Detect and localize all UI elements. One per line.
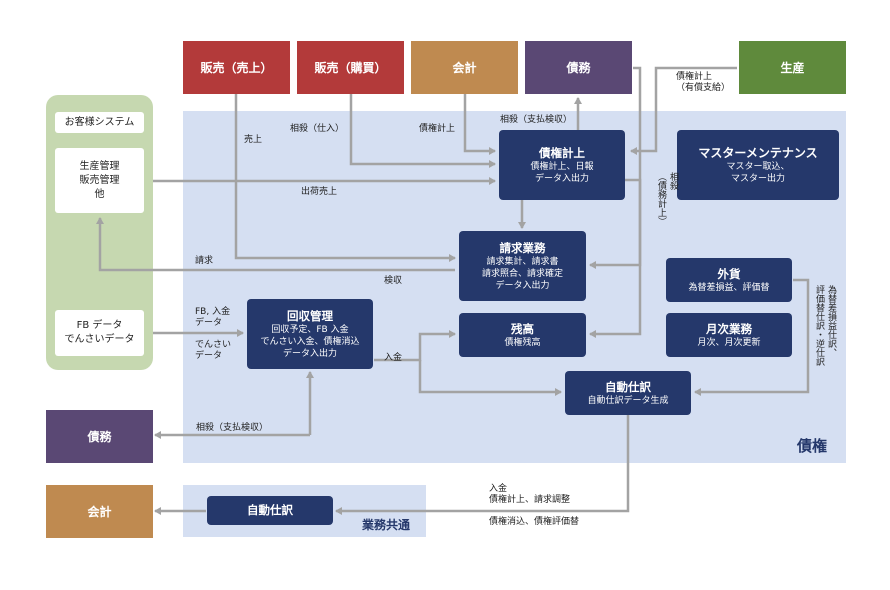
gaika-module: 外貨 為替差損益、評価替 bbox=[666, 258, 792, 302]
label-nyukin: 入金 bbox=[384, 353, 403, 363]
zandaka-module: 残高 債権残高 bbox=[459, 313, 586, 357]
label-sosai-saimu-keijo: 相殺 （債務計上） bbox=[656, 172, 678, 226]
arrow-nyukin-zandaka bbox=[374, 330, 456, 362]
jido-shiwake-common-module: 自動仕訳 bbox=[207, 496, 333, 525]
gaika-title: 外貨 bbox=[717, 266, 741, 281]
label-uriage: 売上 bbox=[244, 135, 263, 145]
kaishu-module: 回収管理 回収予定、FB 入金 でんさい入金、債権消込 データ入出力 bbox=[247, 299, 373, 369]
gaika-sub: 為替差損益、評価替 bbox=[688, 282, 770, 293]
jido-shiwake-module: 自動仕訳 自動仕訳データ生成 bbox=[565, 371, 691, 415]
kaikei-top-box: 会計 bbox=[411, 41, 518, 94]
saiken-keijo-module: 債権計上 債権計上、日報 データ入出力 bbox=[499, 130, 625, 200]
label-sosai-shiharai-top: 相殺（支払検収） bbox=[500, 115, 573, 125]
getsuji-title: 月次業務 bbox=[706, 321, 752, 336]
arrow-nyukin-shiwake bbox=[418, 360, 562, 396]
kaishu-sub: 回収予定、FB 入金 でんさい入金、債権消込 データ入出力 bbox=[260, 324, 360, 359]
label-fb-nyukin: FB, 入金 データ bbox=[195, 307, 231, 328]
label-saiken-keijo-yusho: 債権計上 （有償支給） bbox=[676, 72, 731, 93]
arrow-sosai-saimu-keijo bbox=[589, 66, 642, 269]
customer-production-sales-box: 生産管理 販売管理 他 bbox=[55, 148, 144, 213]
jido-shiwake-sub: 自動仕訳データ生成 bbox=[587, 395, 669, 406]
label-bottom-block1: 入金 債権計上、請求調整 bbox=[489, 484, 571, 505]
arrow-gaika-shiwake bbox=[694, 278, 810, 396]
arrow-seikyu bbox=[96, 217, 455, 272]
arrow-uriage bbox=[234, 94, 456, 262]
getsuji-sub: 月次、月次更新 bbox=[697, 337, 761, 348]
seikyu-sub: 請求集計、請求書 請求照合、請求確定 データ入出力 bbox=[481, 256, 563, 291]
gyomu-kyotsu-region-label: 業務共通 bbox=[362, 518, 411, 532]
label-shukka-uriage: 出荷売上 bbox=[301, 187, 338, 197]
label-bottom-block2: 債権消込、債権評価替 bbox=[489, 517, 580, 527]
label-densai: でんさい データ bbox=[195, 340, 232, 361]
arrow-shiwake-common bbox=[335, 400, 630, 515]
kaishu-title: 回収管理 bbox=[287, 308, 333, 323]
master-maintenance-title: マスターメンテナンス bbox=[698, 145, 818, 160]
label-saiken-keijo: 債権計上 bbox=[419, 124, 456, 134]
saimu-bottom-box: 債務 bbox=[46, 410, 153, 463]
seisan-box: 生産 bbox=[739, 41, 846, 94]
arrow-keijo-zandaka bbox=[589, 178, 642, 338]
arrow-yusho bbox=[630, 66, 737, 155]
zandaka-title: 残高 bbox=[511, 321, 534, 336]
sales-kobai-box: 販売（購買） bbox=[297, 41, 404, 94]
arrow-saiken-keijo-kaikei bbox=[463, 94, 496, 155]
zandaka-sub: 債権残高 bbox=[504, 337, 541, 348]
label-kenshu: 検収 bbox=[384, 276, 403, 286]
master-maintenance-sub: マスター取込、 マスター出力 bbox=[726, 161, 790, 184]
saiken-keijo-title: 債権計上 bbox=[539, 145, 585, 160]
label-sosai-shiire: 相殺（仕入） bbox=[290, 124, 345, 134]
jido-shiwake-common-title: 自動仕訳 bbox=[247, 503, 293, 517]
saiken-keijo-sub: 債権計上、日報 データ入出力 bbox=[530, 161, 594, 184]
saiken-region-label: 債権 bbox=[797, 437, 828, 455]
getsuji-module: 月次業務 月次、月次更新 bbox=[666, 313, 792, 357]
customer-fb-data-box: FB データ でんさいデータ bbox=[55, 310, 144, 356]
arrow-sosai-shiire bbox=[349, 94, 496, 168]
label-kawase: 為替差損益仕訳、 評価替仕訳・逆仕訳 bbox=[814, 285, 836, 366]
saimu-top-box: 債務 bbox=[525, 41, 632, 94]
kaikei-bottom-box: 会計 bbox=[46, 485, 153, 538]
customer-system-title: お客様システム bbox=[55, 112, 144, 133]
sales-uriage-box: 販売（売上） bbox=[183, 41, 290, 94]
jido-shiwake-title: 自動仕訳 bbox=[605, 379, 651, 394]
label-seikyu: 請求 bbox=[195, 256, 214, 266]
seikyu-module: 請求業務 請求集計、請求書 請求照合、請求確定 データ入出力 bbox=[459, 231, 586, 301]
seikyu-title: 請求業務 bbox=[499, 240, 546, 255]
master-maintenance-module: マスターメンテナンス マスター取込、 マスター出力 bbox=[677, 130, 839, 200]
label-sosai-shiharai-bottom: 相殺（支払検収） bbox=[196, 423, 269, 433]
